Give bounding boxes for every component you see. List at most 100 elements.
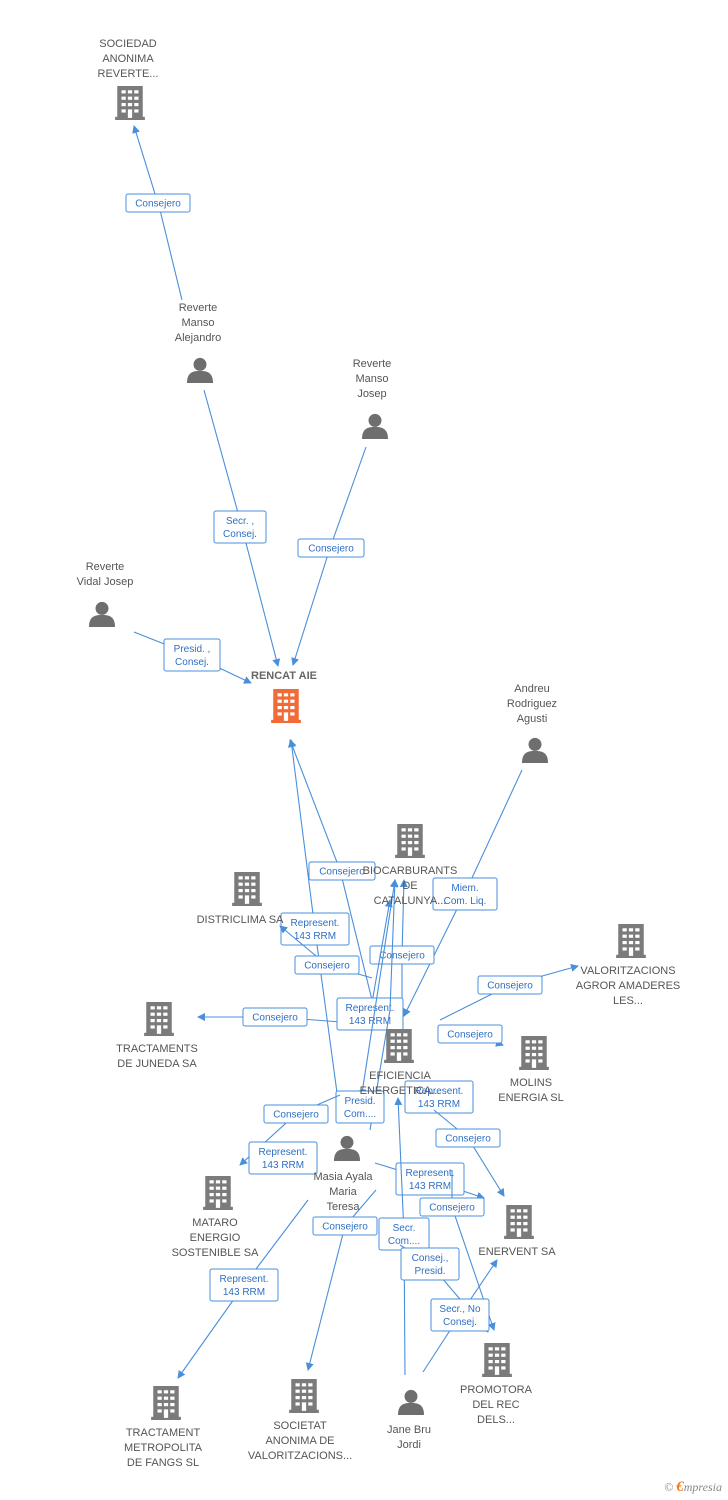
node-label: DEL REC — [472, 1399, 519, 1411]
edge-label-box[interactable] — [263, 1104, 329, 1124]
edge-label-box[interactable] — [297, 538, 365, 558]
edge-label: Represent. — [406, 1168, 455, 1179]
person-icon — [522, 737, 548, 763]
focus-company-node[interactable]: RENCAT AIE — [251, 670, 317, 723]
node-label: SOSTENIBLE SA — [172, 1247, 259, 1259]
edge-label: Consej. — [175, 657, 209, 668]
relation-edge[interactable]: Consejero — [437, 1024, 504, 1047]
edge-label-box[interactable] — [432, 877, 498, 911]
edge-label: Represent. — [220, 1274, 269, 1285]
relation-edge[interactable]: Represent.143 RRM — [248, 1141, 318, 1175]
edge-label-box[interactable] — [163, 638, 221, 672]
company-node[interactable]: DISTRICLIMA SA — [197, 872, 284, 926]
relation-edge[interactable]: Miem.Com. Liq. — [403, 769, 523, 1017]
edge-label-box[interactable] — [400, 1247, 460, 1281]
relation-edge[interactable]: Secr. , Consej. — [203, 389, 281, 667]
node-label: CATALUNYA... — [374, 895, 447, 907]
company-node[interactable]: EFICIENCIAENERGETICA... — [360, 1029, 441, 1097]
relation-edge[interactable]: Presid. , Consej. — [133, 631, 252, 684]
relation-edge[interactable]: Represent.143 RRM — [177, 1199, 309, 1379]
edge-label: Consejero — [445, 1134, 491, 1145]
edge-label-box[interactable] — [369, 945, 435, 965]
node-label: ANONIMA DE — [265, 1435, 334, 1447]
person-icon — [334, 1135, 360, 1161]
relation-edge[interactable]: Consejero — [433, 1109, 505, 1197]
relation-edge[interactable]: Consejero — [291, 446, 367, 666]
relation-edge[interactable]: Represent.143 RRM — [374, 1162, 485, 1200]
node-label: MATARO — [192, 1217, 238, 1229]
relation-edge[interactable]: Consejero — [439, 964, 579, 1021]
company-node[interactable]: MOLINS ENERGIA SL — [498, 1036, 564, 1104]
relation-edge[interactable]: Consejero — [369, 879, 435, 1000]
relation-edge[interactable]: Consejero — [305, 1189, 378, 1371]
edge-label: Secr. , — [226, 516, 254, 527]
edge-label: Consejero — [135, 199, 181, 210]
node-label: ENERVENT SA — [478, 1246, 556, 1258]
edge-label: Consejero — [319, 867, 365, 878]
node-label: TRACTAMENTS — [116, 1043, 198, 1055]
edge-label-box[interactable] — [335, 1090, 385, 1124]
company-node[interactable]: SOCIEDADANONIMAREVERTE... — [98, 38, 159, 120]
edge-label-box[interactable] — [435, 1128, 501, 1148]
edge-label: Consej. — [223, 529, 257, 540]
relation-edge[interactable]: Consej.,Presid. — [399, 1244, 489, 1333]
edge-label-box[interactable] — [437, 1024, 503, 1044]
relation-edge[interactable]: Represent.143 RRM — [280, 739, 350, 1101]
relation-edge[interactable]: Presid.Com.... — [335, 879, 398, 1124]
relation-edge[interactable]: Secr.Com.... — [378, 1097, 430, 1376]
edge-label-box[interactable] — [125, 193, 191, 213]
relation-edge[interactable]: Consejero — [279, 925, 373, 979]
edge-label-box[interactable] — [477, 975, 543, 995]
edge-label-box[interactable] — [294, 955, 360, 975]
node-label: ENERGIA SL — [498, 1092, 563, 1104]
node-label: Alejandro — [175, 332, 221, 344]
company-node[interactable]: BIOCARBURANTSDECATALUNYA... — [363, 824, 458, 907]
node-label: METROPOLITA — [124, 1442, 203, 1454]
relation-edge[interactable]: Represent.143 RRM — [369, 879, 474, 1131]
edge-label: Consejero — [322, 1222, 368, 1233]
relation-edge[interactable]: Consejero — [419, 1170, 496, 1331]
node-label: MOLINS — [510, 1077, 552, 1089]
building-icon — [232, 872, 262, 906]
edge-label-box[interactable] — [419, 1197, 485, 1217]
node-label: ENERGETICA... — [360, 1085, 441, 1097]
node-label: VALORITZACIONS — [580, 965, 675, 977]
edge-label-box[interactable] — [395, 1162, 465, 1196]
building-icon — [271, 689, 301, 723]
company-node[interactable]: ENERVENT SA — [478, 1205, 556, 1258]
relation-edge[interactable]: Represent.143 RRM — [336, 899, 404, 1031]
edge-label-box[interactable] — [430, 1298, 490, 1332]
relation-edge[interactable]: Consejero — [288, 739, 376, 1001]
edge-label: Presid. — [344, 1096, 375, 1107]
edge-label-box[interactable] — [336, 997, 404, 1031]
edge-label-box[interactable] — [404, 1080, 474, 1114]
node-label: Reverte — [86, 561, 125, 573]
node-label: Vidal Josep — [77, 576, 134, 588]
edge-label: Consejero — [252, 1013, 298, 1024]
relation-edge[interactable]: Consejero — [125, 125, 191, 301]
edge-label-box[interactable] — [308, 861, 376, 881]
edge-label-box[interactable] — [248, 1141, 318, 1175]
person-icon — [398, 1389, 424, 1415]
edge-label-box[interactable] — [242, 1007, 308, 1027]
edge-label: Presid. , — [174, 644, 211, 655]
edge-label-box[interactable] — [312, 1216, 378, 1236]
edge-label: Com.... — [388, 1236, 420, 1247]
edge-label: Represent. — [415, 1086, 464, 1097]
edge-label-box[interactable] — [209, 1268, 279, 1302]
node-label: Rodriguez — [507, 698, 557, 710]
edge-label-box[interactable] — [213, 510, 267, 544]
